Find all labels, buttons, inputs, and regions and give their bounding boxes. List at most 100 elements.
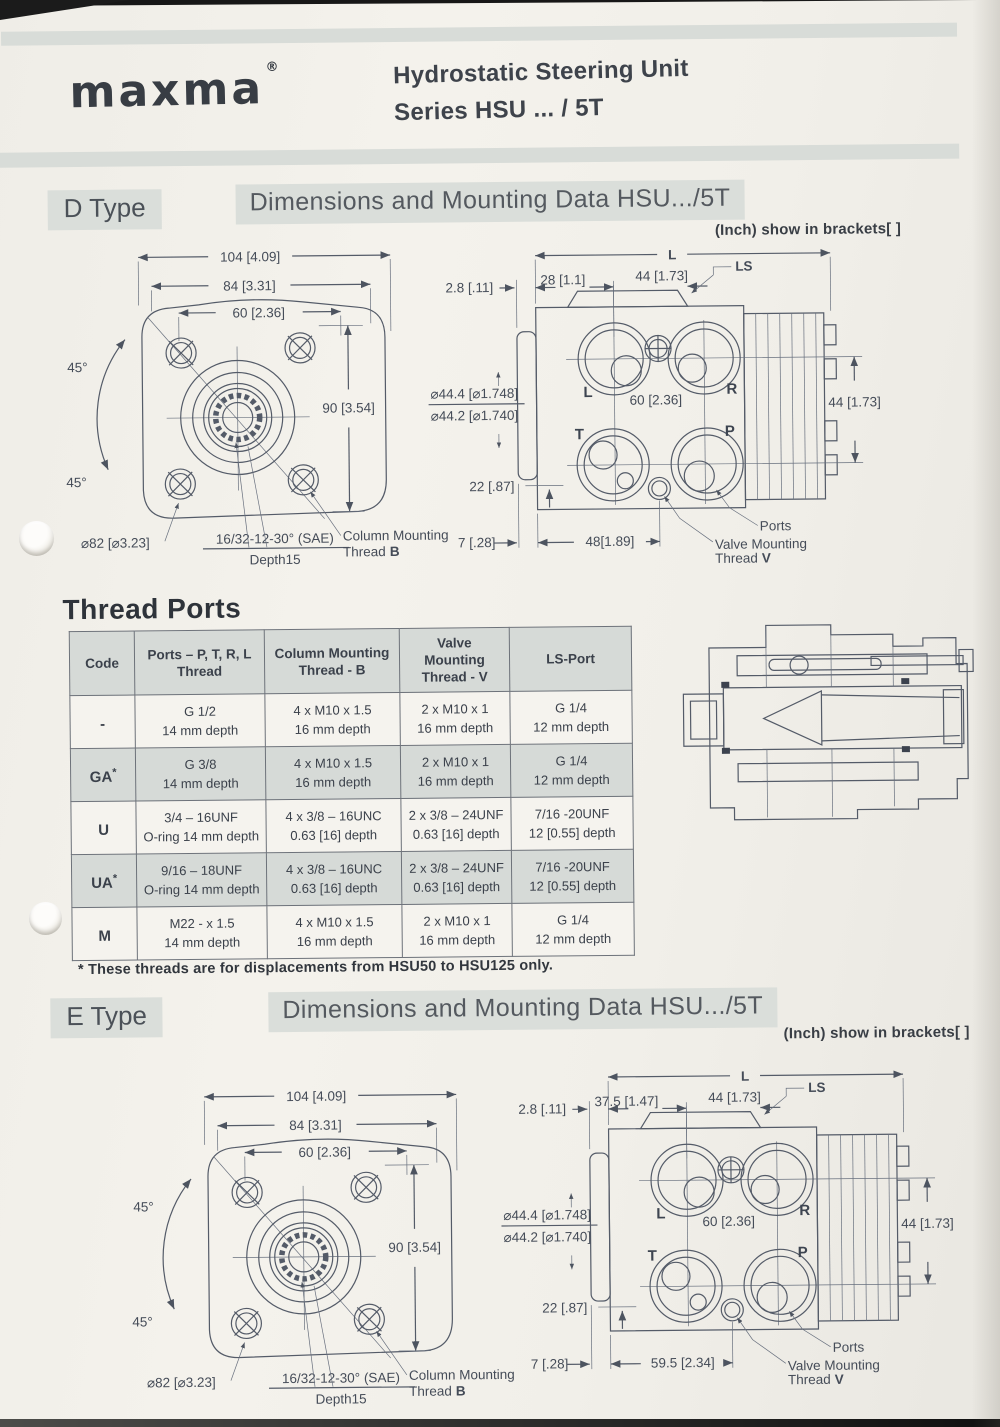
code-cell: U xyxy=(70,800,137,855)
d-section-heading: Dimensions and Mounting Data HSU.../5T xyxy=(235,179,745,225)
e-inch-note: (Inch) show in brackets[ ] xyxy=(783,1023,970,1043)
dia-82-label: ⌀82 [⌀3.23] xyxy=(81,535,150,551)
thread-b-letter: B xyxy=(390,544,400,559)
thread-v-word: Thread xyxy=(788,1372,831,1387)
dim-60-label: 60 [2.36] xyxy=(232,305,285,321)
code-cell: GA* xyxy=(70,747,136,802)
column-adapter xyxy=(743,312,827,501)
gauge-hole xyxy=(717,1156,745,1184)
header-top-rule xyxy=(0,22,958,46)
scan-edge-bottom xyxy=(0,1419,1000,1427)
bolt-hole xyxy=(164,468,196,500)
gauge-hole xyxy=(644,334,672,363)
dia-444-label: ⌀44.4 [⌀1.748] xyxy=(503,1207,591,1223)
dim-44-top-label: 44 [1.73] xyxy=(635,268,688,284)
dim-bottom-label: 48[1.89] xyxy=(585,534,634,549)
port-r-label: R xyxy=(726,381,737,398)
thread-v-label: Thread V xyxy=(788,1372,844,1388)
dim-7-label: 7 [.28] xyxy=(458,535,496,550)
dim-offset-label: 28 [1.1] xyxy=(540,272,585,287)
thread-v-letter: V xyxy=(835,1372,844,1387)
dim-22-label: 22 [.87] xyxy=(469,479,514,494)
ls-port-boss xyxy=(566,289,689,308)
valve-mount-hole xyxy=(720,1298,744,1322)
angle-45-top-label: 45° xyxy=(67,360,88,375)
dim-22-label: 22 [.87] xyxy=(542,1300,587,1315)
column-mounting-label: Column Mounting xyxy=(343,527,449,543)
e-section-heading: Dimensions and Mounting Data HSU.../5T xyxy=(268,987,778,1033)
port-r-label: R xyxy=(799,1202,810,1219)
valve-mounting-label: Valve Mounting xyxy=(715,536,807,552)
port-t xyxy=(576,428,650,502)
bolt-hole xyxy=(287,464,319,496)
thread-b-label: Thread B xyxy=(343,544,400,560)
dim-2-8-label: 2.8 [.11] xyxy=(445,280,493,295)
bolt-hole xyxy=(230,1307,262,1340)
port-l-label: L xyxy=(656,1205,665,1222)
thread-b-word: Thread xyxy=(409,1383,452,1398)
bolt-hole xyxy=(284,332,316,364)
bolt-hole xyxy=(350,1171,382,1203)
port-r xyxy=(667,321,741,395)
dim-44-top-label: 44 [1.73] xyxy=(708,1090,761,1106)
dim-90-label: 90 [3.54] xyxy=(388,1240,441,1256)
dia-444-label: ⌀44.4 [⌀1.748] xyxy=(430,386,518,402)
dim-44-right-label: 44 [1.73] xyxy=(828,394,881,410)
dim-60-label: 60 [2.36] xyxy=(629,392,682,408)
port-p xyxy=(670,427,744,501)
column-mounting-label: Column Mounting xyxy=(409,1367,515,1383)
ls-port-boss xyxy=(639,1111,762,1130)
punch-hole xyxy=(29,902,62,935)
thread-b-letter: B xyxy=(456,1383,466,1398)
port-p xyxy=(743,1248,817,1322)
bolt-hole xyxy=(231,1176,263,1209)
dim-44-right-label: 44 [1.73] xyxy=(901,1216,954,1232)
cross-section-drawing xyxy=(682,624,974,821)
e-front-view-drawing: 104 [4.09] 84 [3.31] 60 [2.36] xyxy=(132,1088,515,1406)
port-p-label: P xyxy=(725,423,735,440)
port-t-label: T xyxy=(648,1248,657,1265)
page-edge-shade xyxy=(972,0,1000,1427)
dim-offset-label: 37.5 [1.47] xyxy=(594,1093,658,1109)
spline-depth-label: Depth15 xyxy=(249,552,300,567)
valve-mounting-label: Valve Mounting xyxy=(788,1357,880,1373)
angle-45-bottom-label: 45° xyxy=(66,475,87,490)
column-pilot-spigot xyxy=(589,1152,611,1302)
dim-104-label: 104 [4.09] xyxy=(286,1088,346,1104)
thread-b-word: Thread xyxy=(343,544,386,559)
bolt-hole xyxy=(353,1303,385,1335)
dim-84-label: 84 [3.31] xyxy=(223,278,276,294)
table-footnote: * These threads are for displacements fr… xyxy=(77,957,554,979)
registered-mark: ® xyxy=(265,60,282,76)
dim-104-label: 104 [4.09] xyxy=(220,249,280,265)
angle-45-bottom-label: 45° xyxy=(132,1314,153,1329)
ports-label: Ports xyxy=(760,518,792,533)
dim-L-label: L xyxy=(741,1069,749,1084)
dia-82-label: ⌀82 [⌀3.23] xyxy=(147,1375,216,1391)
punch-hole xyxy=(19,521,54,556)
dia-442-label: ⌀44.2 [⌀1.740] xyxy=(504,1229,592,1245)
port-r xyxy=(740,1142,814,1216)
col-header-ls-port: LS-Port xyxy=(509,626,632,692)
d-side-view-drawing: L 2.8 [.11] 28 [1.1] 44 [1.73] LS xyxy=(428,247,881,566)
doc-title-line2: Series HSU ... / 5T xyxy=(393,94,605,127)
d-type-label: D Type xyxy=(47,189,162,231)
